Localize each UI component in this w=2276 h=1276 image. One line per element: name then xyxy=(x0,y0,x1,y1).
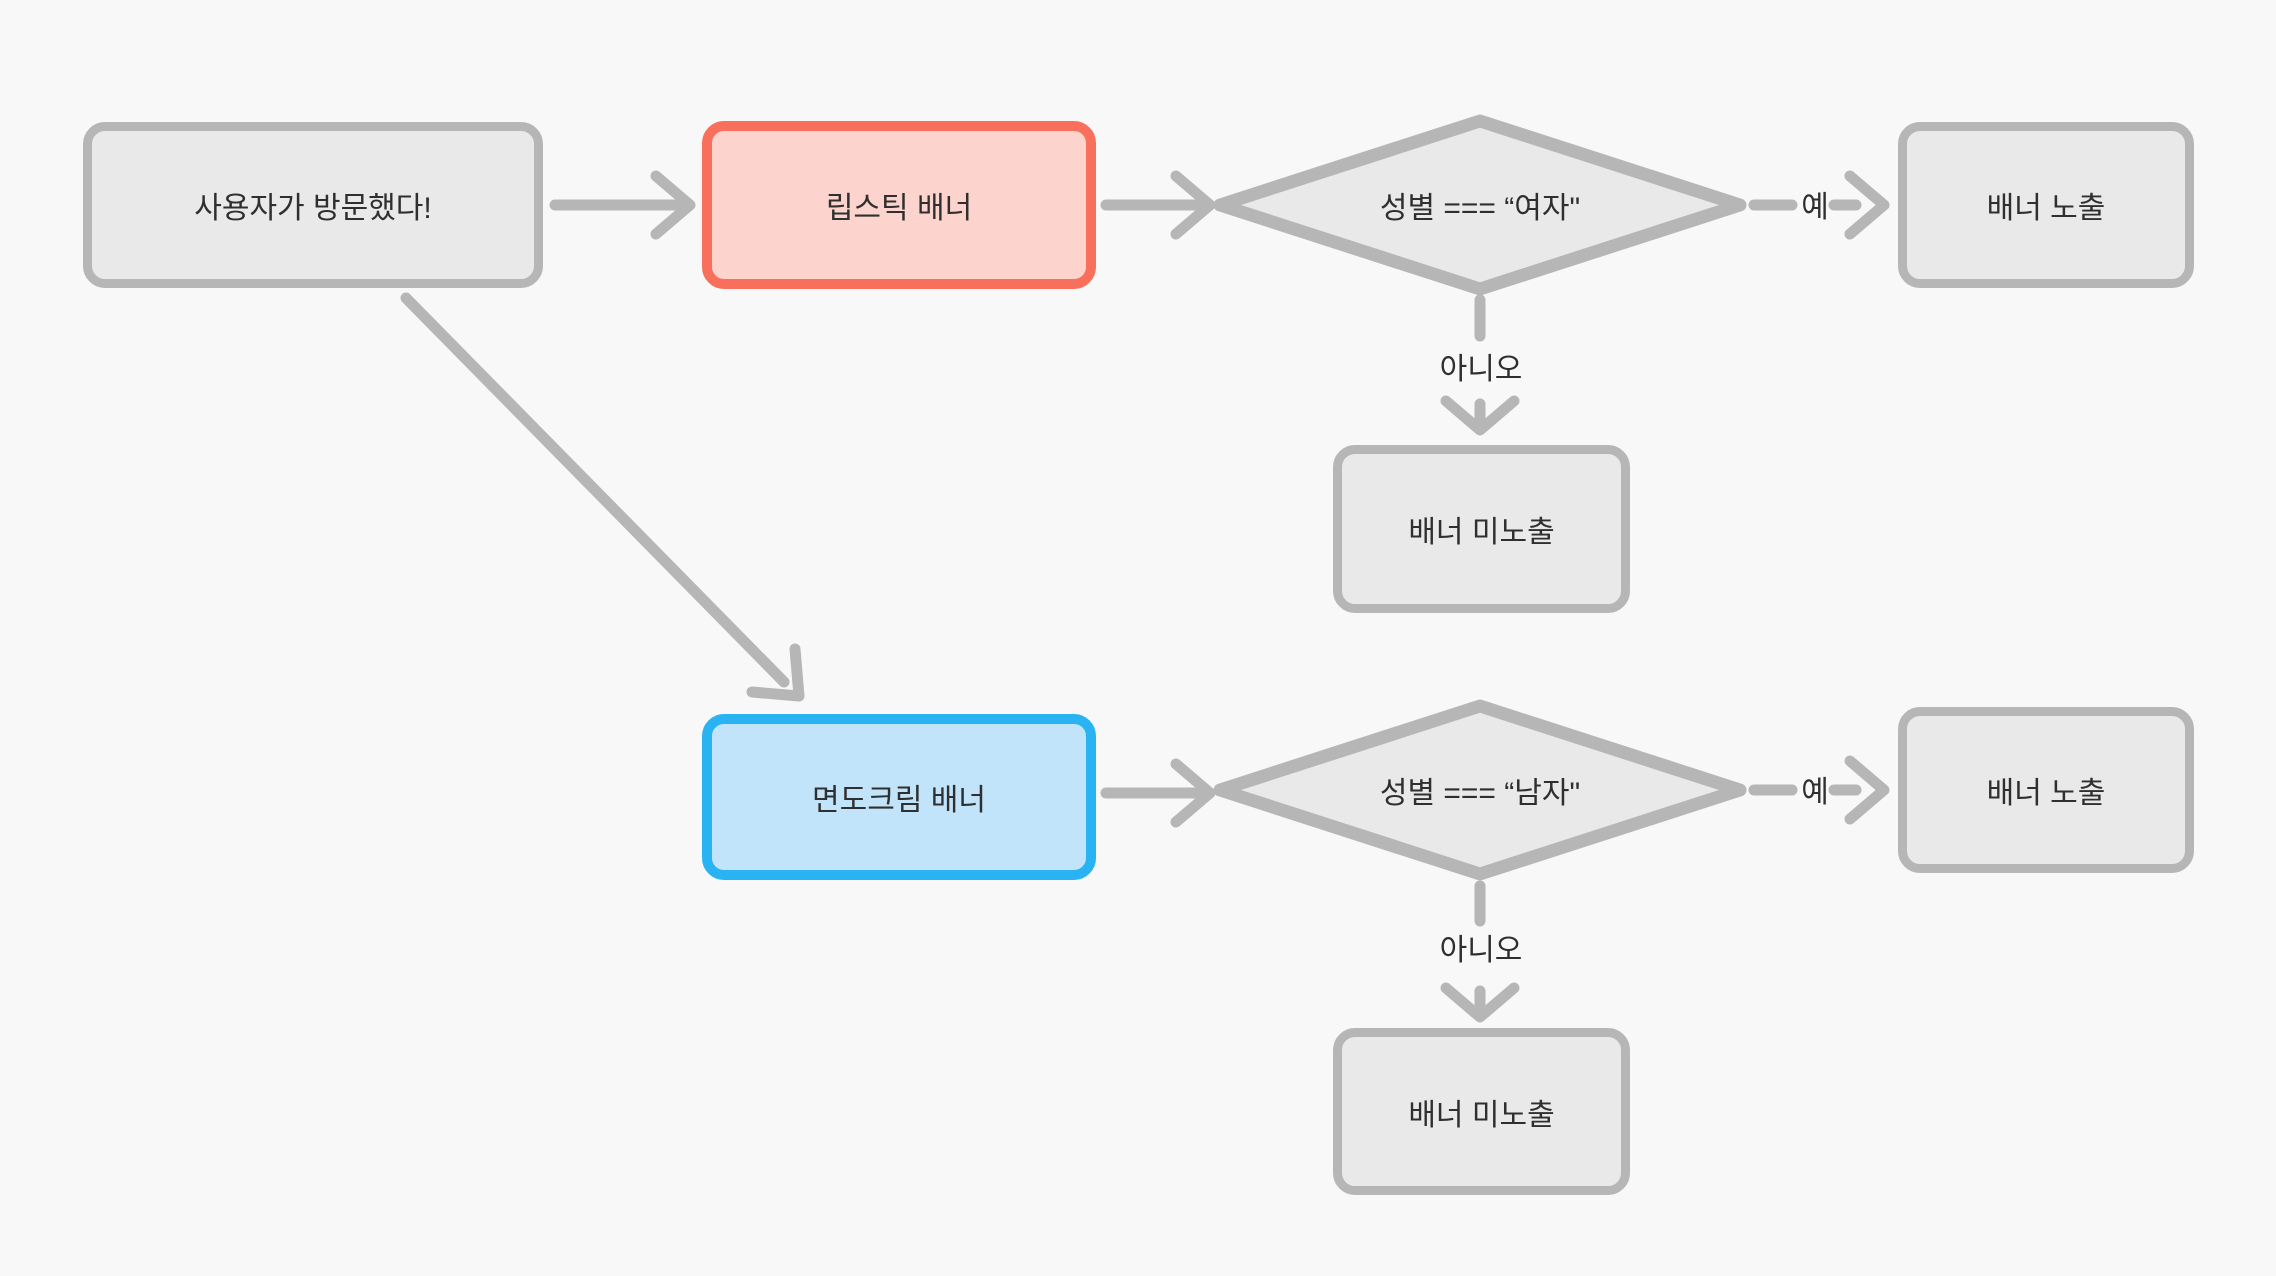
edge-lipstick-to-decision-female xyxy=(1100,170,1216,240)
edge-label-yes-top: 예 xyxy=(1801,191,1829,224)
edge-shaving-to-decision-male xyxy=(1100,758,1216,828)
node-shaving-banner[interactable]: 면도크림 배너 xyxy=(702,714,1096,880)
diamond-shape xyxy=(1213,114,1747,296)
node-decision-female[interactable]: 성별 === “여자" xyxy=(1206,107,1754,303)
node-hide-banner-bottom-label: 배너 미노출 xyxy=(1408,1098,1555,1132)
diamond-shape xyxy=(1213,699,1747,881)
edge-start-to-lipstick xyxy=(549,170,696,240)
node-decision-male-label: 성별 === “남자" xyxy=(1379,777,1581,810)
edge-label-no-bottom: 아니오 xyxy=(1439,934,1523,967)
node-show-banner-top-label: 배너 노출 xyxy=(1986,192,2106,225)
node-lipstick-banner-label: 립스틱 배너 xyxy=(825,192,973,225)
node-hide-banner-top-label: 배너 미노출 xyxy=(1408,516,1555,549)
node-decision-female-label: 성별 === “여자" xyxy=(1379,192,1581,225)
node-show-banner-bottom[interactable]: 배너 노출 xyxy=(1898,707,2194,873)
node-user-visited-label: 사용자가 방문했다! xyxy=(194,192,432,225)
node-show-banner-bottom-label: 배너 노출 xyxy=(1986,777,2106,810)
edge-start-to-shaving xyxy=(400,292,805,702)
node-hide-banner-bottom[interactable]: 배너 미노출 xyxy=(1333,1028,1630,1195)
edge-decision-male-yes xyxy=(1748,755,1890,825)
node-user-visited[interactable]: 사용자가 방문했다! xyxy=(83,122,543,288)
edge-decision-female-yes xyxy=(1748,170,1890,240)
node-lipstick-banner[interactable]: 립스틱 배너 xyxy=(702,121,1096,289)
node-show-banner-top[interactable]: 배너 노출 xyxy=(1898,122,2194,288)
edge-decision-male-no xyxy=(1440,880,1520,1023)
node-hide-banner-top[interactable]: 배너 미노출 xyxy=(1333,445,1630,613)
edge-decision-female-no xyxy=(1440,294,1520,436)
edge-label-yes-bottom: 예 xyxy=(1801,776,1829,809)
edge-label-no-top: 아니오 xyxy=(1439,353,1523,386)
node-shaving-banner-label: 면도크림 배너 xyxy=(812,784,986,817)
node-decision-male[interactable]: 성별 === “남자" xyxy=(1206,692,1754,888)
